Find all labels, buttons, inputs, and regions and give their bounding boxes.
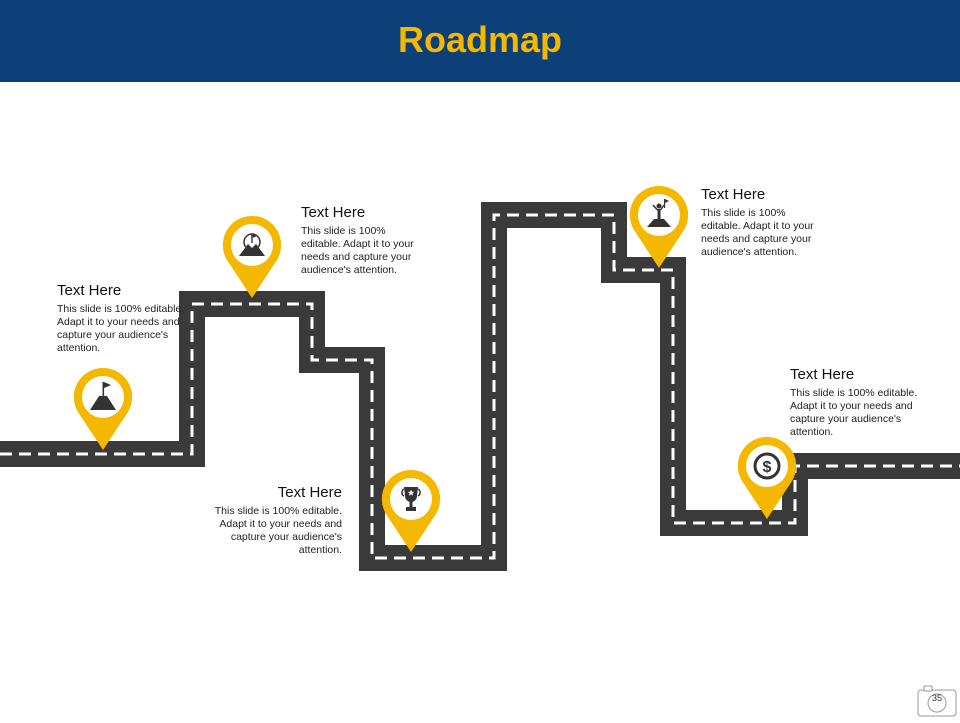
milestone-heading: Text Here: [301, 204, 366, 221]
milestone-heading: Text Here: [701, 186, 766, 203]
dollar-icon: $: [753, 452, 781, 480]
milestone-description: This slide is 100% editable. Adapt it to…: [214, 505, 342, 556]
milestone-callout-2: Text Here This slide is 100% editable. A…: [301, 204, 426, 277]
milestone-pin-5: $: [736, 435, 798, 519]
milestone-callout-4: Text Here This slide is 100% editable. A…: [701, 186, 826, 259]
milestone-description: This slide is 100% editable. Adapt it to…: [701, 207, 814, 258]
milestone-callout-5: Text Here This slide is 100% editable. A…: [790, 366, 918, 439]
milestone-heading: Text Here: [277, 484, 342, 501]
milestone-callout-3: Text Here This slide is 100% editable. A…: [214, 484, 342, 557]
milestone-description: This slide is 100% editable. Adapt it to…: [301, 225, 414, 276]
milestone-pin-2: [221, 214, 283, 298]
camera-icon: [917, 685, 957, 717]
page-title: Roadmap: [397, 19, 563, 60]
svg-text:$: $: [763, 459, 772, 476]
slide-number: 35: [931, 693, 942, 703]
milestone-callout-1: Text Here This slide is 100% editable. A…: [57, 282, 197, 355]
milestone-pin-3: [380, 468, 442, 552]
mountain-flag-icon: [90, 382, 116, 410]
trophy-icon: [401, 487, 421, 511]
milestone-pin-4: [628, 184, 690, 268]
summit-person-icon: [647, 199, 671, 227]
milestone-description: This slide is 100% editable. Adapt it to…: [790, 387, 918, 438]
milestone-heading: Text Here: [790, 366, 855, 383]
milestone-pin-1: [72, 366, 134, 450]
mountain-target-icon: [239, 233, 265, 256]
milestone-description: This slide is 100% editable. Adapt it to…: [57, 303, 185, 354]
slide-number-badge: 35: [916, 684, 958, 718]
header-bar: [0, 0, 960, 82]
milestone-heading: Text Here: [57, 282, 122, 299]
